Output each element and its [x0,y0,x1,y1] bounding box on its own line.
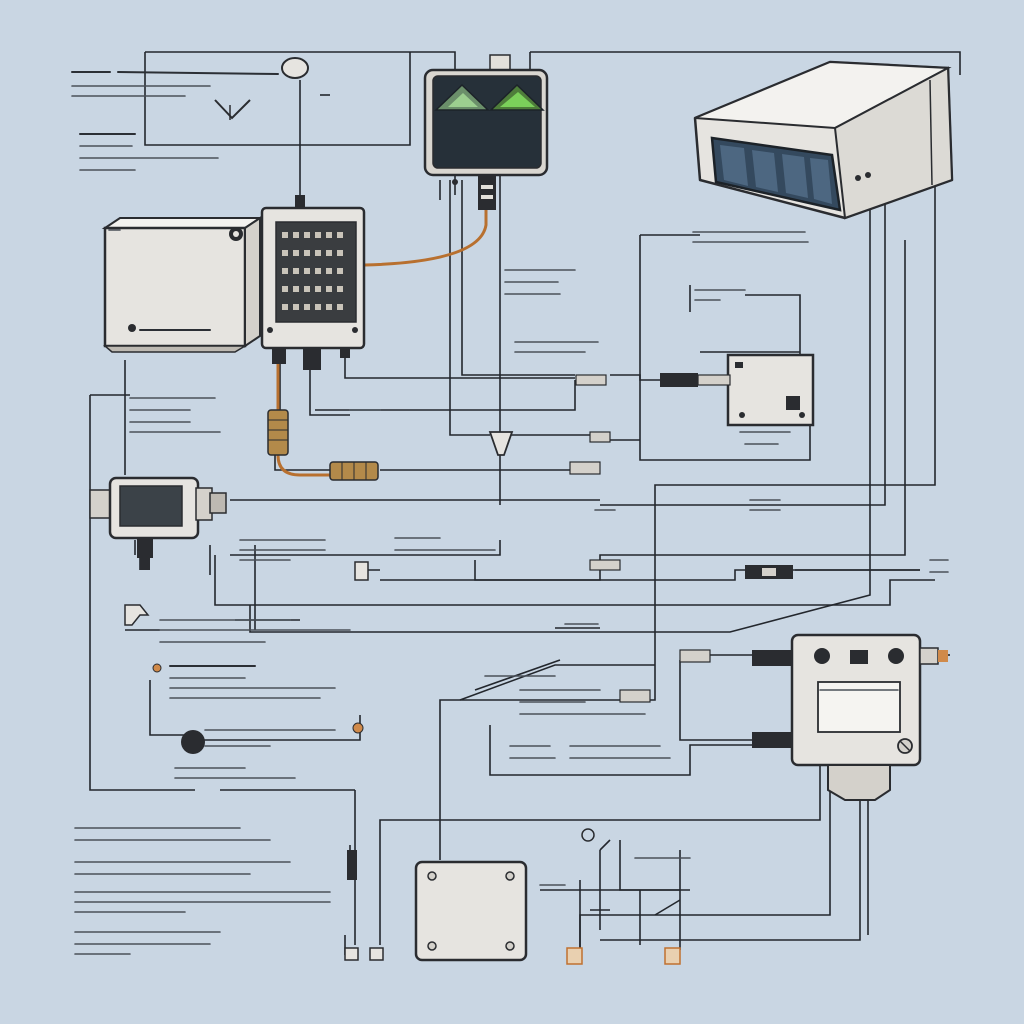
wire-network [89,51,961,955]
power-box-icon [414,860,528,962]
terminal-block-icon [260,195,366,370]
security-camera-icon [693,60,954,220]
relay-module-icon [660,353,815,427]
led-indicator-panel-icon [423,54,549,210]
orange-cables [276,203,488,477]
controller-unit-icon [752,633,948,801]
inline-sensor-icon [89,476,227,570]
illegible-label-marks [71,71,949,955]
brass-connector-icon [267,409,379,481]
junction-box-icon [101,216,264,353]
small-components [124,57,793,965]
